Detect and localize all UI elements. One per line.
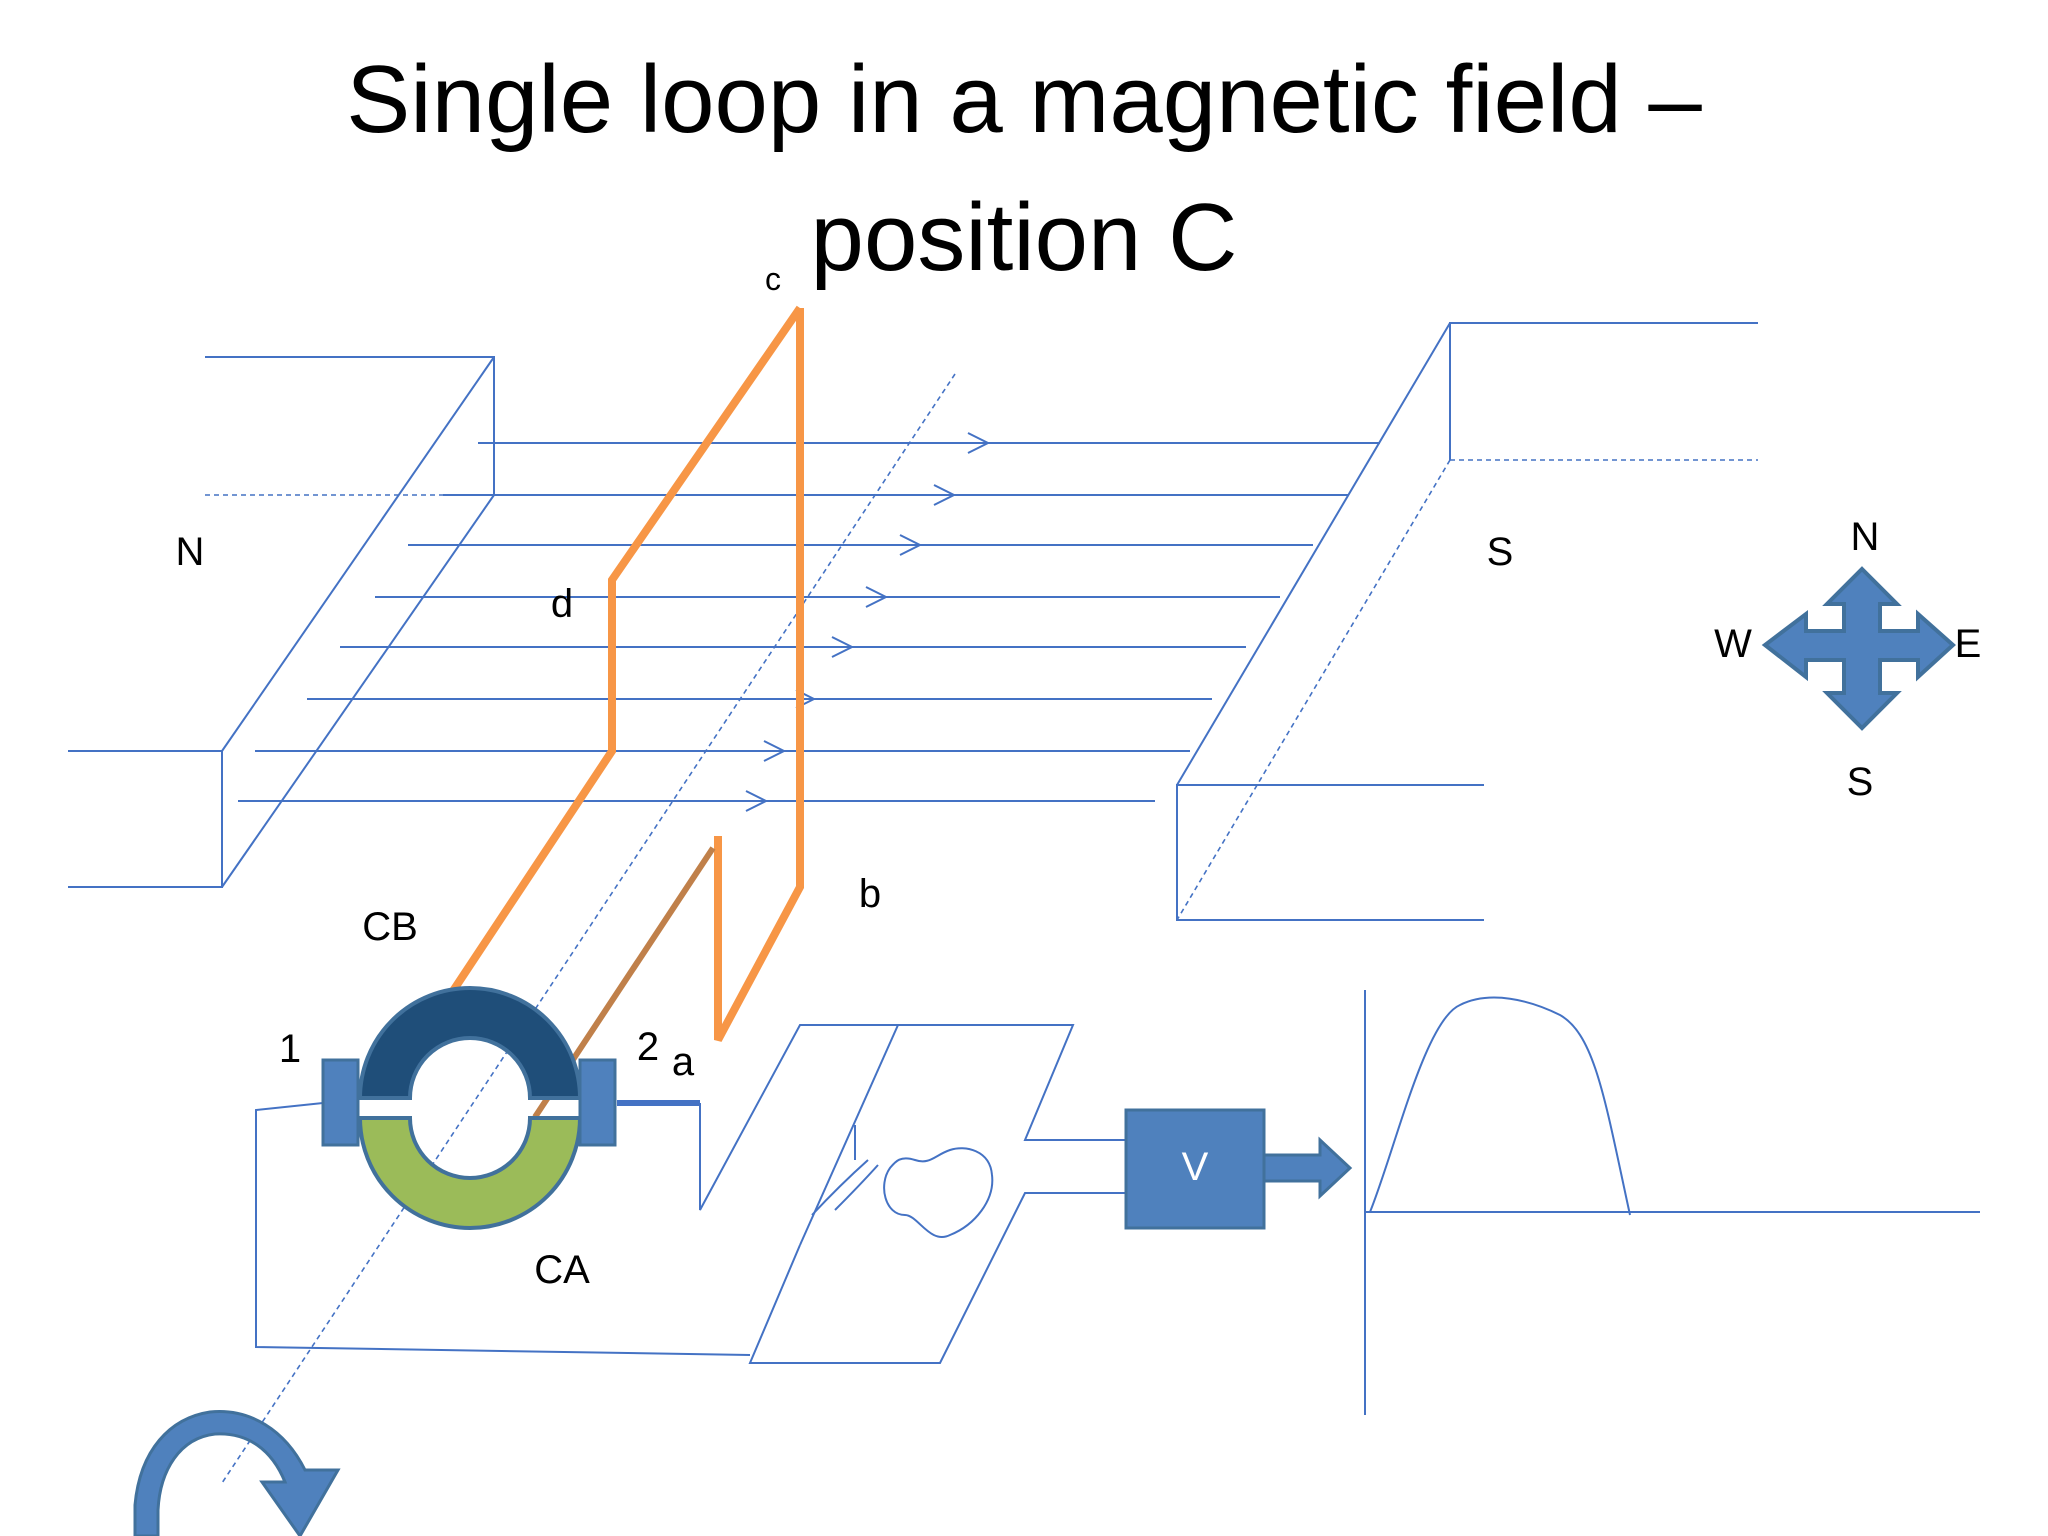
output-graph bbox=[1364, 990, 1980, 1415]
compass-south-label: S bbox=[1847, 760, 1874, 804]
title-line-2: position C bbox=[810, 184, 1238, 291]
south-magnet bbox=[1176, 322, 1758, 921]
voltage-curve bbox=[1369, 996, 1631, 1216]
commutator-segment-a bbox=[357, 1116, 583, 1230]
rotation-arrow-icon bbox=[133, 1410, 341, 1536]
commutator-segment-b bbox=[357, 986, 583, 1100]
brush-label-1: 1 bbox=[279, 1027, 301, 1071]
loop-label-c: c bbox=[765, 261, 781, 297]
loop-label-d: d bbox=[551, 582, 573, 626]
north-magnet bbox=[68, 356, 495, 888]
title-line-1: Single loop in a magnetic field – bbox=[346, 46, 1702, 153]
compass-icon bbox=[1761, 566, 1956, 731]
coil-side-b bbox=[714, 308, 804, 1042]
south-magnet-label: S bbox=[1487, 530, 1514, 574]
coil-side-d bbox=[439, 305, 804, 1009]
loop-label-a: a bbox=[672, 1040, 695, 1084]
brush-2 bbox=[578, 1058, 617, 1147]
commutator-label-cb: CB bbox=[362, 905, 418, 949]
voltmeter-label: V bbox=[1182, 1145, 1209, 1189]
brush-1 bbox=[321, 1058, 360, 1147]
voltmeter-box bbox=[1124, 1108, 1266, 1230]
commutator bbox=[321, 986, 617, 1230]
brush-label-2: 2 bbox=[637, 1025, 659, 1069]
commutator-label-ca: CA bbox=[534, 1248, 590, 1292]
circuit-wires bbox=[255, 1024, 1126, 1364]
voltmeter bbox=[1124, 1108, 1353, 1230]
compass-east-label: E bbox=[1955, 622, 1982, 666]
rotation-axis bbox=[221, 373, 956, 1484]
loop-label-b: b bbox=[859, 872, 881, 916]
compass-north-label: N bbox=[1851, 515, 1880, 559]
compass-west-label: W bbox=[1714, 622, 1752, 666]
wire-knot bbox=[883, 1147, 994, 1238]
output-arrow-icon bbox=[1262, 1136, 1353, 1200]
north-magnet-label: N bbox=[176, 530, 205, 574]
field-lines bbox=[238, 432, 1380, 812]
compass-cross bbox=[1761, 566, 1956, 731]
coil-loop bbox=[439, 305, 804, 1042]
